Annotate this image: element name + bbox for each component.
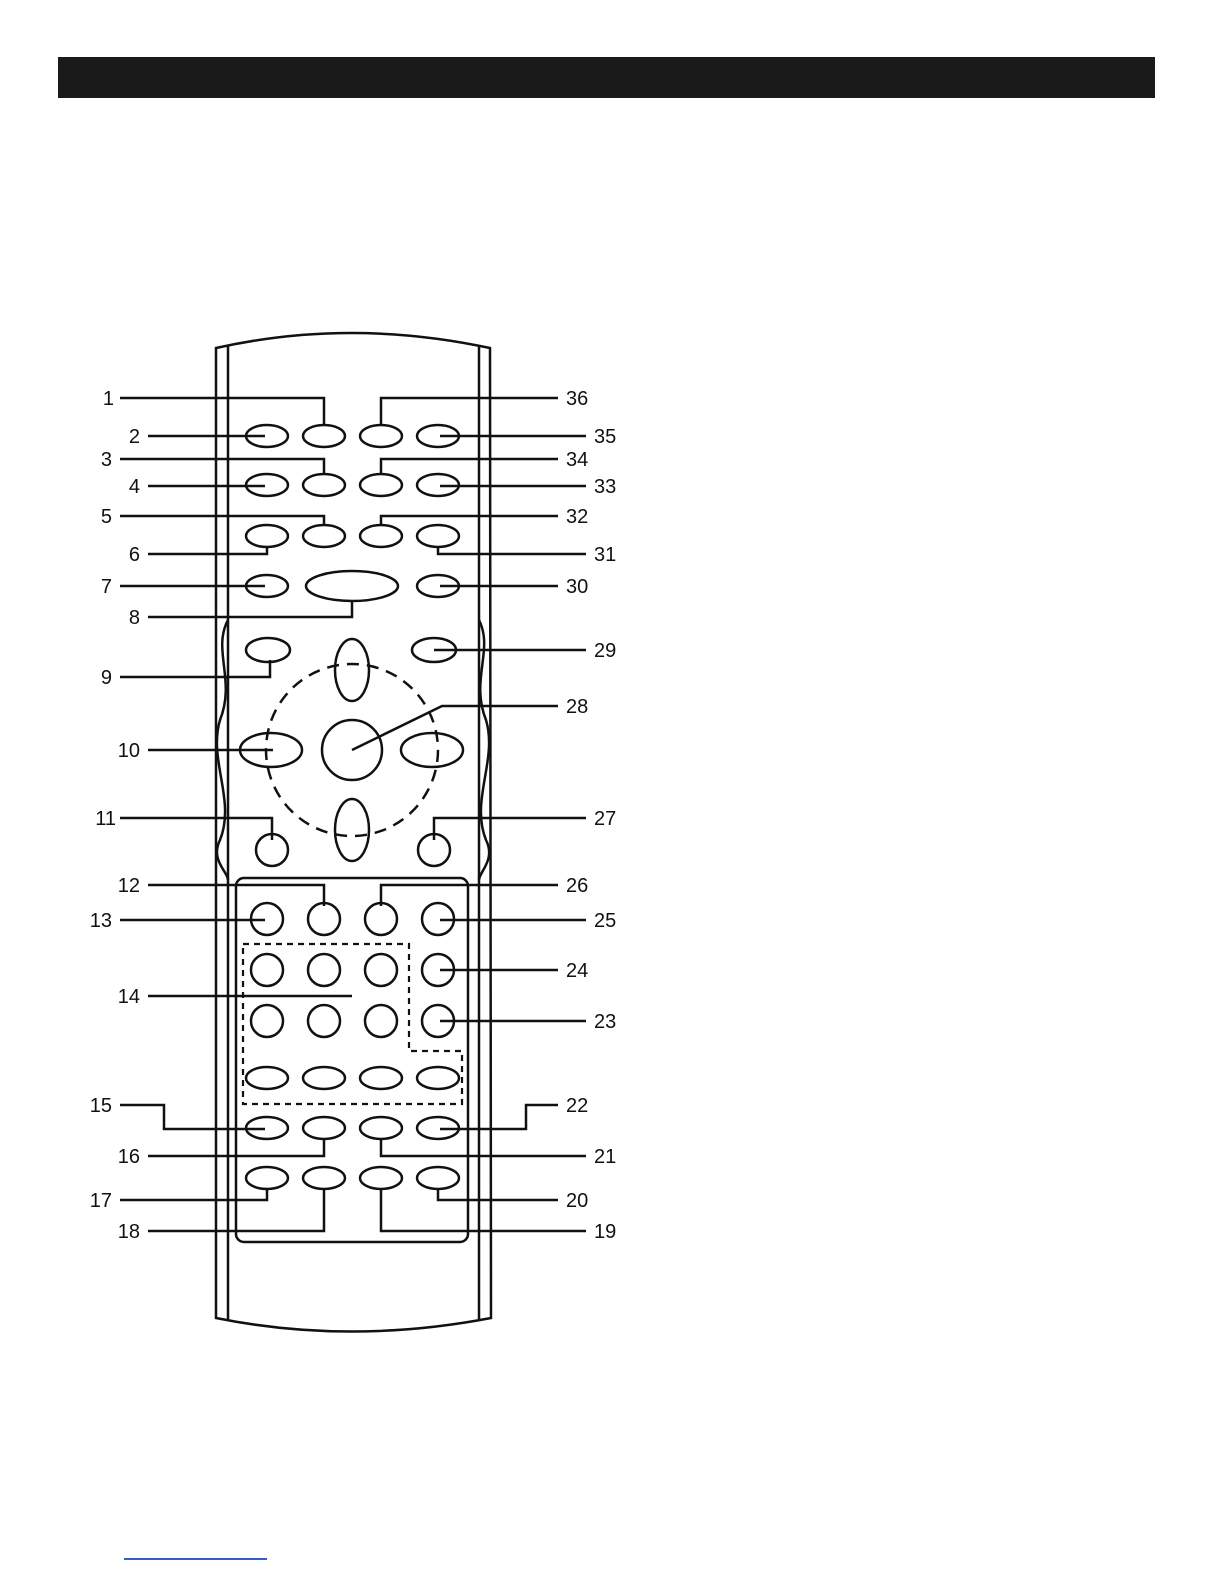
callout-number: 19 (594, 1221, 616, 1243)
number-key[interactable] (417, 1067, 459, 1089)
dpad-right-button[interactable] (401, 733, 463, 767)
callout-number: 22 (566, 1095, 588, 1117)
callout-line (438, 546, 586, 554)
remote-button[interactable] (246, 1167, 288, 1189)
callout-number: 25 (594, 910, 616, 932)
remote-button[interactable] (417, 525, 459, 547)
callout-line (381, 398, 558, 424)
dpad-up-button[interactable] (335, 639, 369, 701)
callout-line (148, 546, 267, 554)
remote-button[interactable] (246, 525, 288, 547)
remote-button[interactable] (360, 425, 402, 447)
remote-button[interactable] (303, 1167, 345, 1189)
remote-wide-button[interactable] (306, 571, 398, 601)
callout-number: 35 (594, 426, 616, 448)
callout-line (381, 516, 558, 525)
callout-line (381, 1188, 586, 1231)
callout-line (120, 398, 324, 424)
callout-number: 18 (118, 1221, 140, 1243)
callout-number: 33 (594, 476, 616, 498)
callout-number: 6 (129, 544, 140, 566)
remote-button[interactable] (303, 525, 345, 547)
callout-number: 9 (101, 667, 112, 689)
callout-number: 10 (118, 740, 140, 762)
callout-number: 7 (101, 576, 112, 598)
callout-number: 23 (594, 1011, 616, 1033)
number-key[interactable] (365, 1005, 397, 1037)
callout-line (381, 1138, 586, 1156)
callout-number: 13 (90, 910, 112, 932)
number-key[interactable] (246, 1067, 288, 1089)
remote-button[interactable] (360, 525, 402, 547)
callout-line (381, 885, 558, 906)
callout-number: 11 (95, 808, 116, 830)
callout-line (148, 600, 352, 617)
callout-line (381, 459, 558, 474)
number-key[interactable] (308, 1005, 340, 1037)
callout-number: 29 (594, 640, 616, 662)
number-keys-group-outline (243, 944, 462, 1104)
callout-number: 32 (566, 506, 588, 528)
callout-number: 15 (90, 1095, 112, 1117)
callout-number: 14 (118, 986, 140, 1008)
remote-button[interactable] (303, 425, 345, 447)
lower-keypad-frame (236, 878, 468, 1242)
dpad-down-button[interactable] (335, 799, 369, 861)
callout-number: 30 (566, 576, 588, 598)
remote-button[interactable] (246, 638, 290, 662)
callout-number: 28 (566, 696, 588, 718)
footer-link-underline (124, 1558, 267, 1560)
callout-line (434, 818, 586, 840)
number-key[interactable] (251, 954, 283, 986)
callout-line (120, 459, 324, 474)
callout-line (120, 818, 272, 840)
callout-line (120, 660, 270, 677)
remote-button[interactable] (308, 903, 340, 935)
callout-number: 2 (129, 426, 140, 448)
callout-number: 36 (566, 388, 588, 410)
remote-button[interactable] (360, 1117, 402, 1139)
callout-number: 12 (118, 875, 140, 897)
callout-number: 4 (129, 476, 140, 498)
callout-number: 21 (594, 1146, 616, 1168)
callout-line (120, 1105, 265, 1129)
remote-body-outline (216, 333, 491, 1332)
callout-number: 3 (101, 449, 112, 471)
callout-number: 31 (594, 544, 616, 566)
callout-number: 1 (103, 388, 114, 410)
callout-line (438, 1188, 558, 1200)
remote-button[interactable] (303, 1117, 345, 1139)
callout-number: 17 (90, 1190, 112, 1212)
callout-number: 34 (566, 449, 588, 471)
callout-number: 24 (566, 960, 588, 982)
callout-number: 16 (118, 1146, 140, 1168)
number-key[interactable] (365, 954, 397, 986)
remote-right-wave (479, 620, 489, 880)
callout-line (352, 706, 558, 750)
remote-button[interactable] (365, 903, 397, 935)
callout-line (120, 516, 324, 525)
number-key[interactable] (303, 1067, 345, 1089)
callout-line (120, 1188, 267, 1200)
callout-number: 26 (566, 875, 588, 897)
callout-number: 5 (101, 506, 112, 528)
number-key[interactable] (360, 1067, 402, 1089)
remote-button[interactable] (360, 474, 402, 496)
number-key[interactable] (308, 954, 340, 986)
callout-number: 20 (566, 1190, 588, 1212)
number-key[interactable] (251, 1005, 283, 1037)
callout-number: 8 (129, 607, 140, 629)
remote-button[interactable] (417, 1167, 459, 1189)
remote-button[interactable] (360, 1167, 402, 1189)
callout-number: 27 (594, 808, 616, 830)
remote-button[interactable] (303, 474, 345, 496)
